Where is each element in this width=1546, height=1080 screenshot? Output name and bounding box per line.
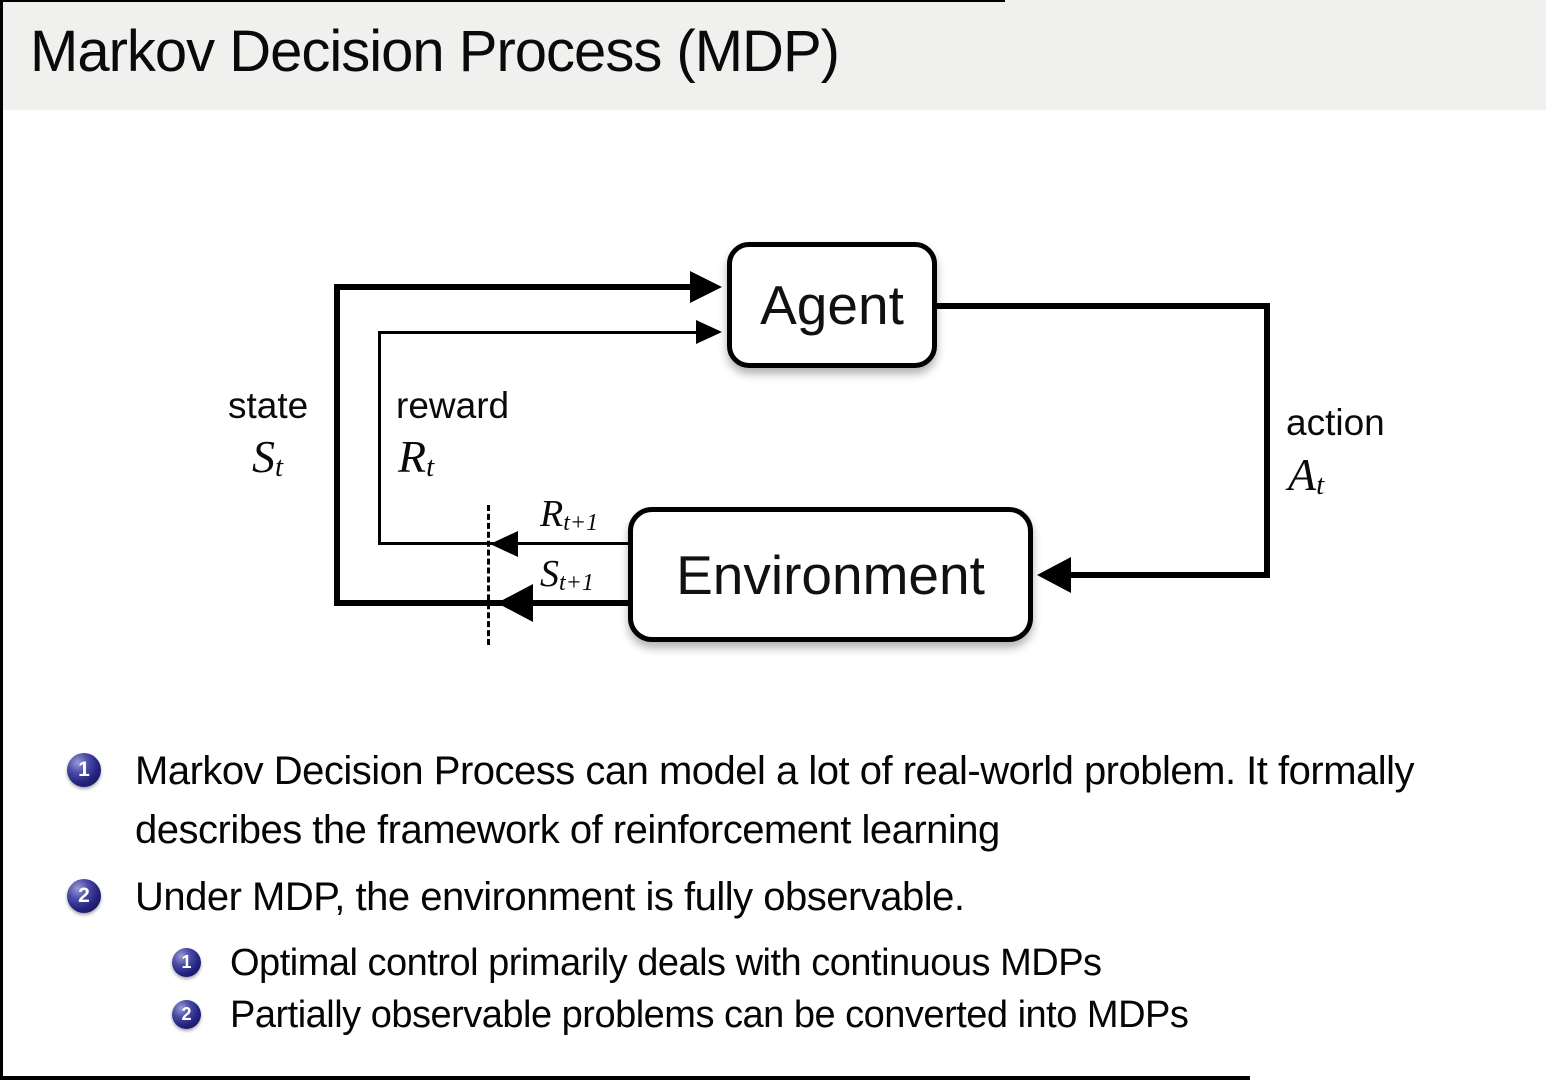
arrowhead-action-into-environment — [1037, 557, 1071, 593]
arrowhead-reward-into-agent — [696, 320, 722, 344]
sub-bullet-1-marker: 1 — [172, 948, 201, 977]
bullet-1-marker: 1 — [67, 753, 101, 787]
arrowhead-next-state-left — [497, 584, 533, 622]
sub-bullet-2-marker: 2 — [172, 1000, 201, 1029]
action-symbol-sub: t — [1316, 469, 1325, 502]
environment-node: Environment — [628, 507, 1033, 642]
left-page-border — [0, 0, 3, 1080]
title-bar: Markov Decision Process (MDP) — [0, 0, 1546, 110]
action-loop-vertical-line — [1264, 303, 1270, 578]
arrowhead-state-into-agent — [690, 271, 722, 303]
next-state-symbol-base: S — [540, 553, 559, 595]
action-symbol-base: A — [1288, 449, 1317, 500]
next-reward-symbol-base: R — [540, 493, 564, 535]
bullet-2-number: 2 — [78, 884, 90, 907]
reward-to-agent-line — [378, 331, 698, 334]
sub-bullet-2-text: Partially observable problems can be con… — [230, 994, 1189, 1036]
reward-symbol: Rt — [398, 430, 434, 483]
time-step-dashed-line — [487, 505, 490, 645]
next-reward-symbol: Rt+1 — [540, 492, 598, 536]
page-title: Markov Decision Process (MDP) — [30, 19, 840, 84]
next-state-symbol: St+1 — [540, 552, 594, 596]
reward-symbol-base: R — [398, 431, 427, 482]
action-from-agent-line — [937, 303, 1270, 309]
bullet-1-number: 1 — [78, 758, 90, 781]
top-page-border — [0, 0, 1005, 2]
bullet-1-text: Markov Decision Process can model a lot … — [135, 749, 1415, 852]
reward-loop-vertical-line — [378, 331, 381, 543]
action-to-environment-line — [1068, 572, 1270, 578]
bottom-page-border — [0, 1076, 1250, 1080]
state-symbol-sub: t — [275, 451, 284, 484]
bullet-2-text: Under MDP, the environment is fully obse… — [135, 875, 965, 919]
environment-node-label: Environment — [676, 543, 985, 606]
agent-node-label: Agent — [760, 274, 904, 336]
arrowhead-next-reward-left — [490, 531, 518, 557]
sub-bullet-2-number: 2 — [181, 1004, 192, 1024]
reward-label: reward — [396, 385, 510, 426]
sub-bullet-1-number: 1 — [181, 952, 192, 972]
next-state-symbol-sub: t+1 — [559, 570, 594, 597]
state-symbol: St — [252, 430, 283, 483]
bullet-2-marker: 2 — [67, 879, 101, 913]
state-loop-vertical-line — [334, 284, 340, 606]
action-symbol: At — [1288, 448, 1324, 501]
sub-bullet-1-text: Optimal control primarily deals with con… — [230, 942, 1102, 984]
agent-node: Agent — [727, 242, 937, 368]
next-state-from-environment-line — [334, 600, 628, 606]
state-symbol-base: S — [252, 431, 275, 482]
next-reward-symbol-sub: t+1 — [563, 510, 599, 537]
reward-symbol-sub: t — [426, 451, 435, 484]
state-label: state — [228, 385, 309, 426]
action-label: action — [1286, 402, 1385, 443]
state-to-agent-line — [334, 284, 692, 290]
